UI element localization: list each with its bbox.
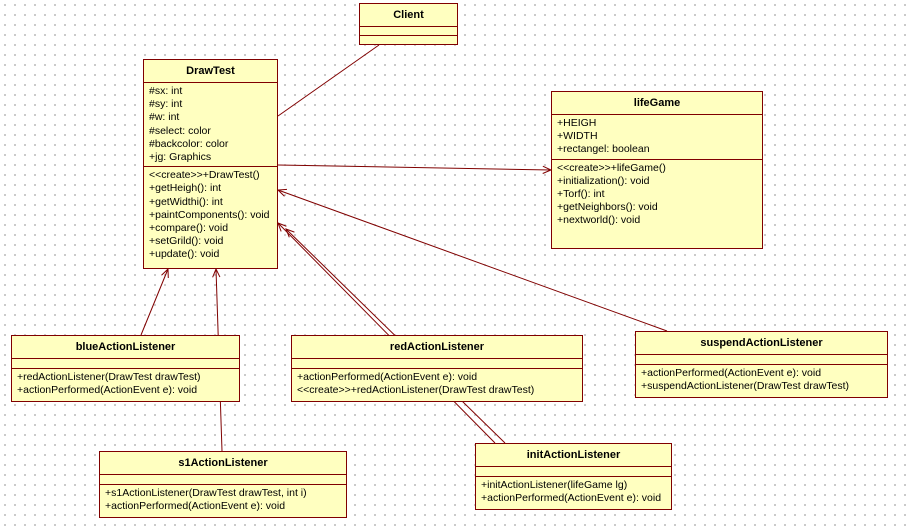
operation: +compare(): void: [149, 221, 229, 234]
attributes-section: +HEIGH+WIDTH+rectangel: boolean: [552, 115, 762, 160]
operation: +Torf(): int: [557, 187, 605, 200]
operation: +setGrild(): void: [149, 235, 224, 248]
class-name: lifeGame: [552, 92, 762, 115]
operations-section: +s1ActionListener(DrawTest drawTest, int…: [100, 485, 346, 515]
class-client: Client: [359, 3, 458, 45]
operations-section: [360, 36, 457, 45]
class-init: initActionListener +initActionListener(li…: [475, 443, 672, 510]
operation: +s1ActionListener(DrawTest drawTest, int…: [105, 487, 307, 499]
arrowhead: [212, 267, 221, 278]
arrowhead: [161, 267, 169, 279]
class-s1: s1ActionListener +s1ActionListener(DrawTe…: [99, 451, 347, 518]
operation: <<create>>+DrawTest(): [149, 169, 260, 182]
relation-suspend-drawtest: [276, 188, 668, 332]
relation-red-drawtest: [277, 222, 496, 444]
class-suspend: suspendActionListener +actionPerformed(Ac…: [635, 331, 888, 398]
operation: +redActionListener(DrawTest drawTest): [17, 371, 201, 383]
attributes-section: [12, 359, 239, 369]
class-drawtest: DrawTest#sx: int#sy: int#w: int#select: …: [143, 59, 278, 269]
class-name: Client: [360, 4, 457, 27]
attribute: +WIDTH: [557, 130, 598, 143]
operation: +getNeighbors(): void: [557, 201, 658, 214]
operation: +getHeigh(): int: [149, 182, 222, 195]
class-red: redActionListener +actionPerformed(Action…: [291, 335, 583, 402]
operation: +paintComponents(): void: [149, 208, 270, 221]
attribute: +rectangel: boolean: [557, 143, 650, 156]
relation-blue-drawtest: [140, 267, 169, 336]
attribute: #w: int: [149, 111, 180, 124]
class-name: blueActionListener: [12, 336, 239, 359]
class-name: s1ActionListener: [100, 452, 346, 475]
class-name: redActionListener: [292, 336, 582, 359]
class-name: suspendActionListener: [636, 332, 887, 355]
attribute: #sx: int: [149, 85, 183, 97]
operation: +initialization(): void: [557, 174, 650, 187]
attribute: #sy: int: [149, 98, 183, 111]
attributes-section: [292, 359, 582, 369]
operation: +actionPerformed(ActionEvent e): void: [641, 367, 822, 379]
operation: +initActionListener(lifeGame lg): [481, 479, 628, 491]
attribute: +HEIGH: [557, 117, 597, 129]
attributes-section: [476, 467, 671, 477]
arrowhead: [276, 188, 288, 197]
attribute: +jg: Graphics: [149, 150, 212, 163]
operations-section: +actionPerformed(ActionEvent e): void<<c…: [292, 369, 582, 399]
operations-section: +redActionListener(DrawTest drawTest)+ac…: [12, 369, 239, 399]
operation: <<create>>+lifeGame(): [557, 161, 666, 174]
arrowhead: [285, 228, 295, 238]
operation: +update(): void: [149, 248, 220, 261]
attribute: #select: color: [149, 124, 211, 137]
operation: +actionPerformed(ActionEvent e): void: [481, 492, 662, 505]
attributes-section: [636, 355, 887, 365]
operation: +getWidthi(): int: [149, 195, 223, 208]
class-name: DrawTest: [144, 60, 277, 83]
operations-section: <<create>>+DrawTest()+getHeigh(): int+ge…: [144, 167, 277, 263]
operations-section: <<create>>+lifeGame()+initialization(): …: [552, 160, 762, 230]
attributes-section: [360, 27, 457, 36]
class-name: initActionListener: [476, 444, 671, 467]
attribute: #backcolor: color: [149, 137, 229, 150]
operations-section: +actionPerformed(ActionEvent e): void+su…: [636, 365, 887, 395]
operation: +actionPerformed(ActionEvent e): void: [17, 384, 198, 397]
operations-section: +initActionListener(lifeGame lg)+actionP…: [476, 477, 671, 507]
attributes-section: #sx: int#sy: int#w: int#select: color#ba…: [144, 83, 277, 168]
attributes-section: [100, 475, 346, 485]
class-blue: blueActionListener +redActionListener(Dra…: [11, 335, 240, 402]
operation: +nextworld(): void: [557, 214, 641, 227]
operation: +suspendActionListener(DrawTest drawTest…: [641, 380, 850, 393]
relation-drawtest-lifegame: [277, 164, 553, 174]
relation-client-drawtest: [277, 44, 380, 117]
class-lifegame: lifeGame+HEIGH+WIDTH+rectangel: boolean<…: [551, 91, 763, 249]
operation: +actionPerformed(ActionEvent e): void: [105, 500, 286, 513]
operation: +actionPerformed(ActionEvent e): void: [297, 371, 478, 383]
arrowhead: [277, 222, 287, 232]
operation: <<create>>+redActionListener(DrawTest dr…: [297, 384, 535, 397]
